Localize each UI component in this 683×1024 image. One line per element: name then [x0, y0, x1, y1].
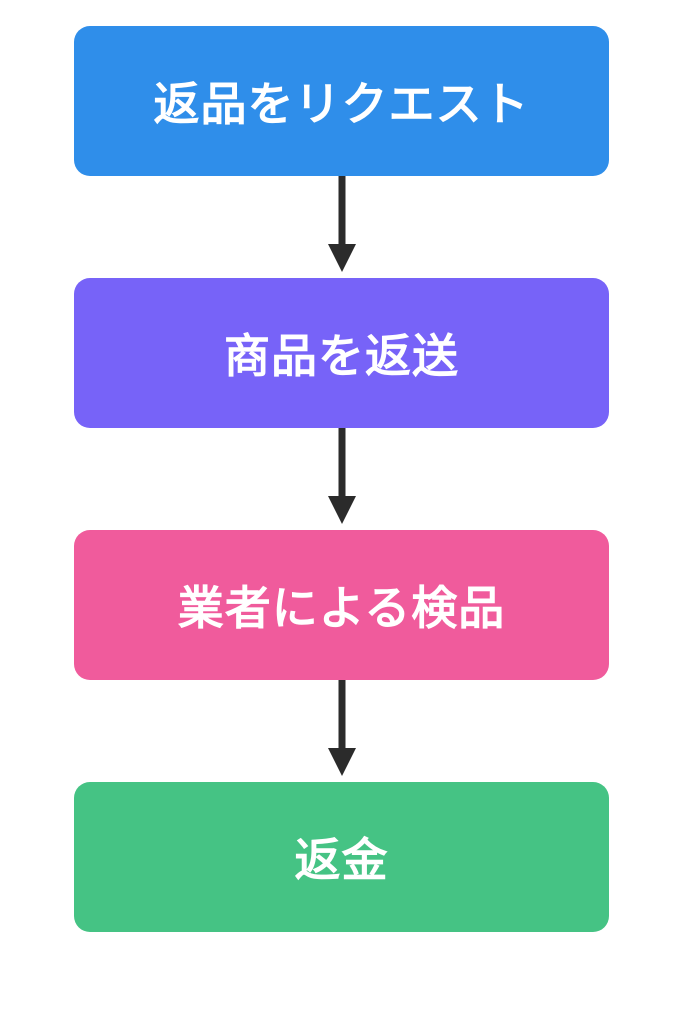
- arrow-down-icon: [328, 680, 356, 776]
- arrow-down-icon: [328, 428, 356, 524]
- step-refund: 返金: [74, 782, 609, 932]
- step-label: 商品を返送: [224, 329, 459, 383]
- step-ship-item: 商品を返送: [74, 278, 609, 428]
- step-label: 業者による検品: [177, 581, 506, 635]
- step-label: 返品をリクエスト: [153, 77, 530, 131]
- arrow-down-icon: [328, 176, 356, 272]
- step-inspection: 業者による検品: [74, 530, 609, 680]
- step-label: 返金: [294, 833, 389, 887]
- step-return-request: 返品をリクエスト: [74, 26, 609, 176]
